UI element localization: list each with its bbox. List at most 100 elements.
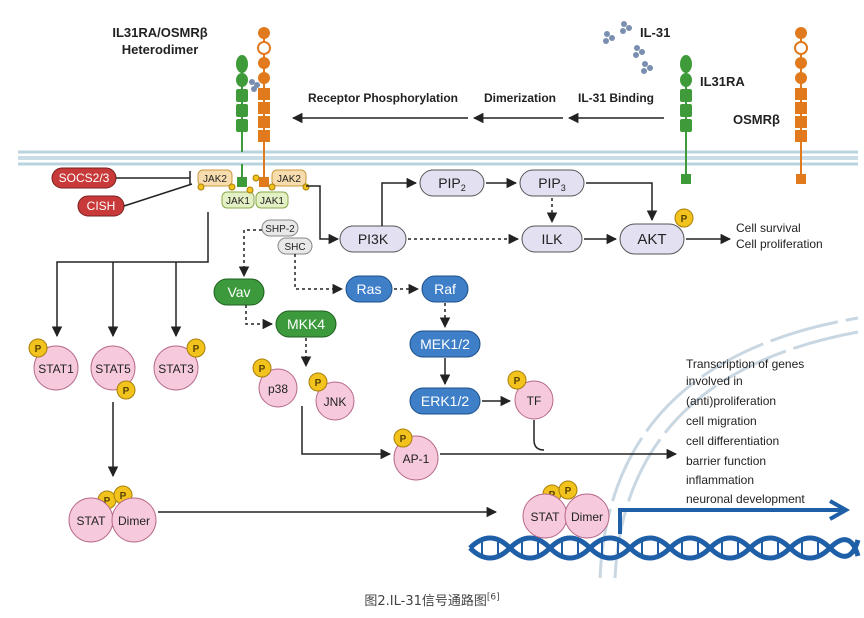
transcription-outcomes: Transcription of genes involved in (anti… <box>686 357 805 506</box>
shp2-label: SHP-2 <box>265 224 295 235</box>
il31-ligand-icon <box>603 21 653 74</box>
pip3-label: PIP <box>538 175 561 191</box>
socs-node: SOCS2/3 <box>51 167 117 189</box>
transcription-line-3: (anti)proliferation <box>686 394 776 408</box>
stat-dimer-nucleus: P P STAT Dimer <box>522 480 610 539</box>
akt-label: AKT <box>637 231 666 248</box>
tf-node: TF P <box>507 370 554 420</box>
pip3-subscript: 3 <box>561 183 566 193</box>
cell-membrane <box>18 150 858 166</box>
jak-phospho-dots <box>197 174 310 194</box>
nuc-stat-label-b: Dimer <box>571 510 603 524</box>
stat1-node: STAT1 P <box>28 338 79 391</box>
pi3k-node: PI3K <box>339 225 407 253</box>
step-il31-binding: IL-31 Binding <box>578 91 654 105</box>
jak1-left-label: JAK1 <box>226 196 250 207</box>
akt-outcome-survival: Cell survival <box>736 221 801 235</box>
socs-label: SOCS2/3 <box>59 171 110 185</box>
erk-node: ERK1/2 <box>409 387 481 415</box>
pip2-node: PIP2 <box>419 169 485 197</box>
bound-ligand-icon <box>249 79 260 92</box>
mkk4-label: MKK4 <box>287 316 325 332</box>
shc-node: SHC <box>277 237 313 255</box>
akt-node: AKT P <box>619 208 694 255</box>
heterodimer-label-line2: Heterodimer <box>122 42 199 57</box>
vav-node: Vav <box>213 278 265 306</box>
stat-dimer-label-a: STAT <box>77 514 107 528</box>
cish-node: CISH <box>77 195 125 217</box>
pip3-node: PIP3 <box>519 169 585 197</box>
step-dimerization: Dimerization <box>484 91 556 105</box>
stat-arrows <box>51 212 498 518</box>
tf-label: TF <box>527 394 542 408</box>
stat3-phospho: P <box>193 344 200 355</box>
ilk-node: ILK <box>521 225 583 253</box>
transcription-line-7: inflammation <box>686 473 754 487</box>
pip2-label: PIP <box>438 175 461 191</box>
transcription-line-1: Transcription of genes <box>686 357 804 371</box>
stat5-phospho: P <box>123 386 130 397</box>
heterodimer-receptor-orange <box>257 27 271 187</box>
step-receptor-phosphorylation: Receptor Phosphorylation <box>308 91 458 105</box>
mek-label: MEK1/2 <box>420 336 470 352</box>
jak1-right-node: JAK1 <box>255 191 289 209</box>
figure-caption-ref: [6] <box>486 592 500 603</box>
ap1-node: AP-1 P <box>393 428 439 481</box>
il31ra-label: IL31RA <box>700 74 745 89</box>
jak2-right-node: JAK2 <box>271 169 307 187</box>
jak1-left-node: JAK1 <box>221 191 255 209</box>
mkk4-node: MKK4 <box>275 310 337 338</box>
stat5-node: STAT5 P <box>90 345 136 400</box>
ras-node: Ras <box>345 275 393 303</box>
heterodimer-label-line1: IL31RA/OSMRβ <box>112 25 207 40</box>
shp2-node: SHP-2 <box>261 219 299 237</box>
transcription-line-8: neuronal development <box>686 492 805 506</box>
p38-phospho: P <box>259 364 266 375</box>
jnk-phospho: P <box>315 378 322 389</box>
mek-node: MEK1/2 <box>409 330 481 358</box>
osmrb-label: OSMRβ <box>733 112 780 127</box>
jak2-left-node: JAK2 <box>197 169 233 187</box>
il31-label: IL-31 <box>640 25 670 40</box>
shc-label: SHC <box>284 242 305 253</box>
nuc-stat-label-a: STAT <box>531 510 561 524</box>
jak2-left-label: JAK2 <box>203 174 227 185</box>
ap1-label: AP-1 <box>403 452 430 466</box>
p38-node: p38 P <box>252 358 298 408</box>
erk-label: ERK1/2 <box>421 393 469 409</box>
pi3k-label: PI3K <box>358 231 389 247</box>
stat3-node: STAT3 P <box>153 338 206 391</box>
transcription-line-2: involved in <box>686 374 743 388</box>
akt-outcome-proliferation: Cell proliferation <box>736 237 823 251</box>
stat5-label: STAT5 <box>95 362 131 376</box>
ap1-phospho: P <box>400 434 407 445</box>
akt-phospho: P <box>681 214 688 225</box>
raf-node: Raf <box>421 275 469 303</box>
jnk-label: JNK <box>324 395 347 409</box>
cish-label: CISH <box>87 199 116 213</box>
transcription-line-6: barrier function <box>686 454 766 468</box>
svg-text:PIP2: PIP2 <box>438 175 466 193</box>
p38-label: p38 <box>268 382 288 396</box>
nuclear-arrows <box>301 406 678 460</box>
transcription-start-arrow <box>618 508 842 534</box>
jnk-node: JNK P <box>308 372 355 421</box>
stat-dimer-phospho-b: P <box>120 491 127 502</box>
nuc-stat-phospho-b: P <box>565 486 572 497</box>
osmrb-receptor <box>794 27 808 184</box>
transcription-line-4: cell migration <box>686 414 757 428</box>
ilk-label: ILK <box>541 231 563 247</box>
il31ra-receptor <box>680 55 692 184</box>
svg-text:PIP3: PIP3 <box>538 175 566 193</box>
figure-caption: 图2.IL-31信号通路图[6] <box>0 590 864 609</box>
jak1-right-label: JAK1 <box>260 196 284 207</box>
pi3k-arrows <box>306 177 732 245</box>
stat1-label: STAT1 <box>38 362 74 376</box>
raf-label: Raf <box>434 281 456 297</box>
inhibition-lines <box>116 171 193 207</box>
stat3-label: STAT3 <box>158 362 194 376</box>
transcription-line-5: cell differentiation <box>686 434 779 448</box>
mapk-arrows <box>238 229 512 407</box>
stat1-phospho: P <box>35 344 42 355</box>
